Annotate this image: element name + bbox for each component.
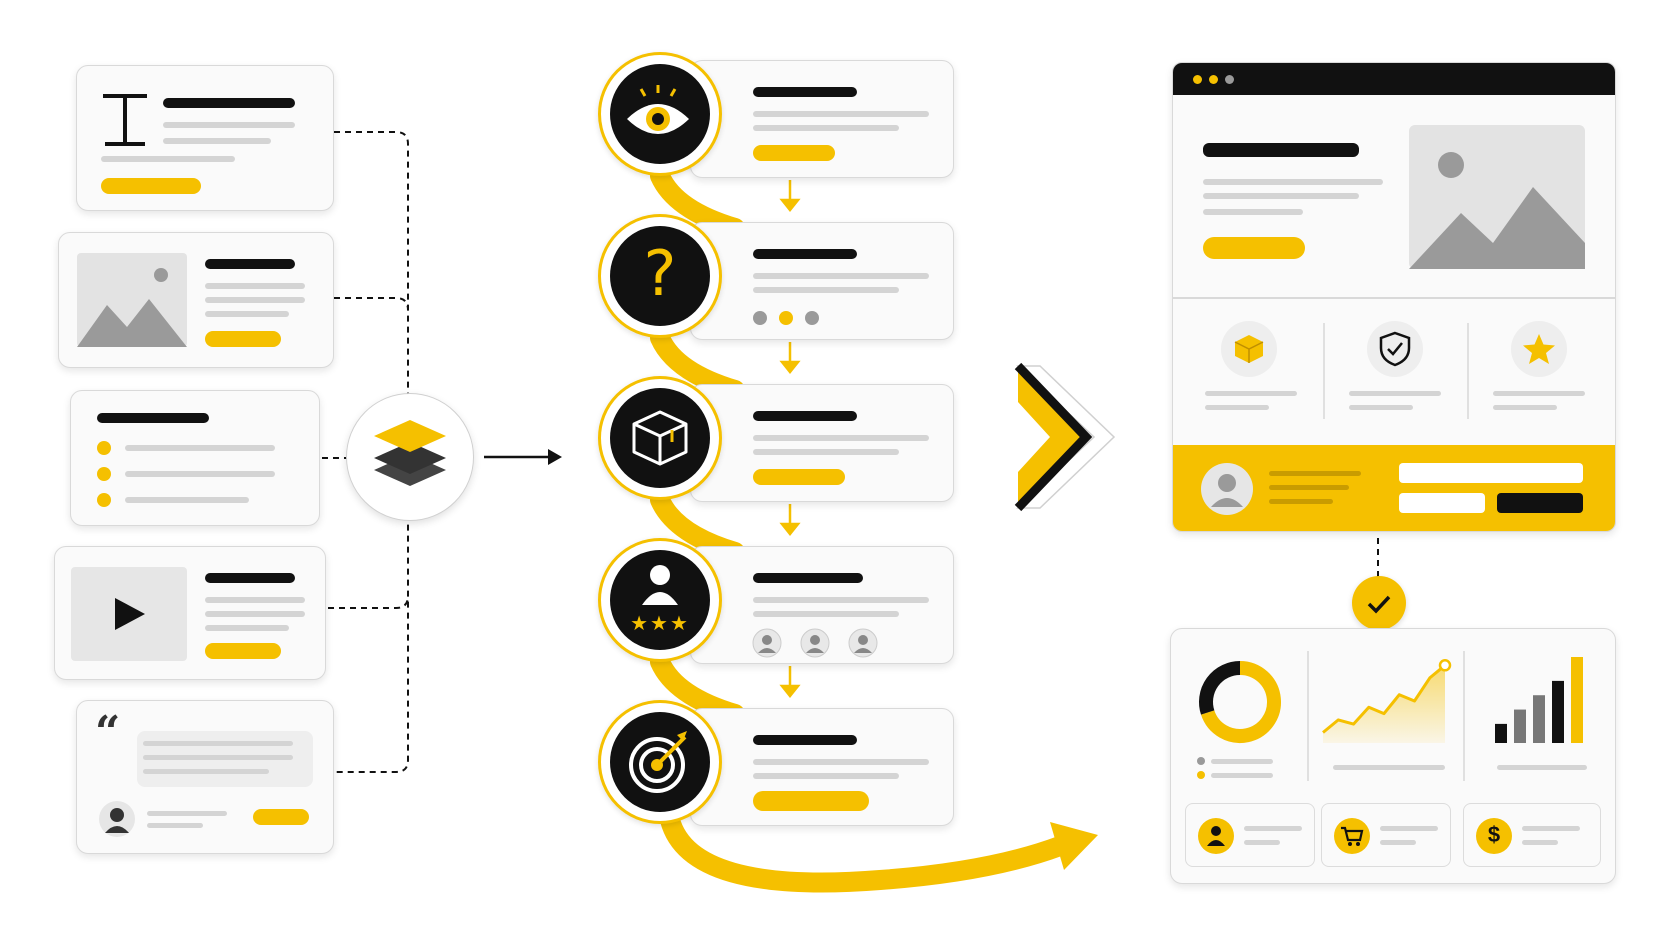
bar-2 [1514,709,1526,743]
rating-stars: ★★★ [630,613,690,635]
window-dot-3[interactable] [1225,75,1234,84]
image-placeholder-icon [77,253,187,347]
dollar-icon: $ [1487,822,1501,847]
metric-tile-revenue[interactable]: $ [1463,803,1601,867]
layers-icon [374,420,446,486]
feature-box-icon [1234,335,1264,363]
user-icon [1207,826,1225,846]
quote-icon: “ [95,707,121,758]
star-icon [1523,334,1555,364]
area-line [1322,664,1446,734]
avatar-icon [99,801,135,837]
funnel-step-circle-4: ★★★ [598,538,722,662]
check-icon [1367,595,1391,614]
area-end-point [1438,659,1452,672]
testimonial-module-card[interactable]: “ [76,700,334,854]
bar-chart [1495,657,1583,743]
landing-page-mockup[interactable] [1172,62,1616,532]
funnel-step-circle-2: ? [598,214,722,338]
funnel-step-card-5[interactable] [690,708,954,826]
list-module-card[interactable] [70,390,320,526]
approval-badge [1352,576,1406,630]
signup-input-field[interactable] [1399,463,1583,483]
signup-submit-button[interactable] [1497,493,1583,513]
cart-icon [1341,826,1364,846]
funnel-step-card-3[interactable] [690,384,954,502]
funnel-ribbon [650,166,1070,893]
browser-titlebar [1173,63,1615,95]
profile-avatar-icon [1201,463,1253,515]
donut-chart [1199,661,1281,743]
text-module-card[interactable] [76,65,334,211]
funnel-step-circle-5 [598,700,722,824]
metric-tile-users[interactable] [1185,803,1315,867]
funnel-step-circle-1 [598,52,722,176]
window-dot-1[interactable] [1193,75,1202,84]
area-chart [1322,659,1452,743]
signup-secondary-field[interactable] [1399,493,1485,513]
bar-3 [1533,695,1545,743]
hero-image-placeholder-icon [1409,125,1585,269]
eye-icon [627,85,689,134]
chevron-right-icon [1014,362,1116,512]
window-dot-2[interactable] [1209,75,1218,84]
user-rating-icon [642,565,678,605]
donut-slice-2 [1199,661,1241,715]
video-module-card[interactable] [54,546,326,680]
donut-slice-1 [1201,661,1281,743]
metric-tile-orders[interactable] [1321,803,1451,867]
hub-node[interactable] [346,393,474,521]
bar-5 [1571,657,1583,743]
area-fill [1323,665,1445,743]
play-icon [115,598,145,630]
hero-cta-button[interactable] [1203,237,1305,259]
bar-1 [1495,723,1507,743]
funnel-step-card-1[interactable] [690,60,954,178]
funnel-step-circle-3 [598,376,722,500]
shield-check-icon [1379,331,1411,367]
box-icon [632,410,688,466]
funnel-step-card-2[interactable] [690,222,954,340]
analytics-dashboard[interactable]: $ [1170,628,1616,884]
funnel-step-card-4[interactable] [690,546,954,664]
reviewer-avatars [752,628,878,658]
bar-4 [1552,680,1564,743]
target-icon [629,731,687,793]
question-mark-icon: ? [643,237,677,310]
letter-t-icon [103,94,147,146]
image-module-card[interactable] [58,232,334,368]
